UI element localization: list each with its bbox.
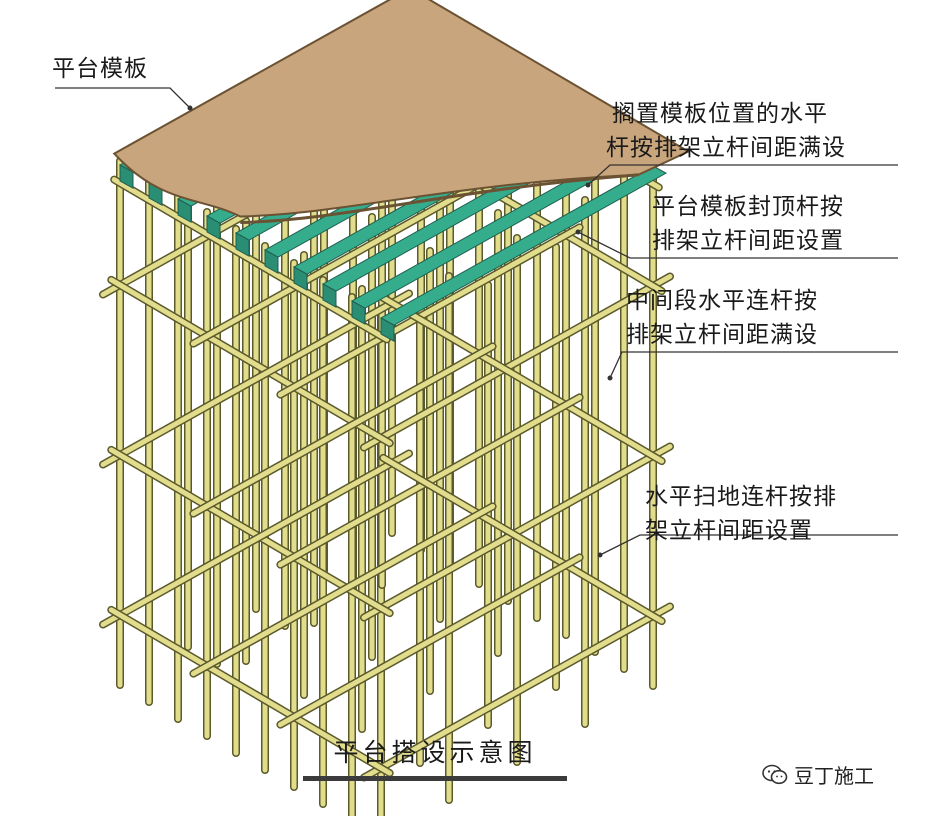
joist-end [177, 198, 192, 223]
label-top-bar: 平台模板封顶杆按 排架立杆间距设置 [652, 194, 844, 254]
inner-ledger-pipe-core [190, 343, 496, 517]
watermark-text: 豆丁施工 [794, 764, 874, 788]
joist-end [119, 164, 134, 189]
board-thickness [240, 173, 639, 224]
transom-pipe [379, 453, 666, 626]
inner-ledger-pipe-core [277, 554, 583, 728]
inner-ledger-pipe [189, 502, 497, 678]
inner-ledger-pipe-core [277, 224, 583, 398]
transom-pipe-core [108, 277, 393, 446]
leader-arrow [585, 182, 591, 188]
joist-end [380, 317, 395, 342]
transom-pipe [107, 275, 394, 448]
ledger-pipe [99, 449, 413, 629]
joist-end [322, 283, 337, 308]
transom-pipe [107, 605, 394, 778]
leader-line [599, 534, 898, 556]
inner-ledger-pipe [189, 172, 497, 348]
wechat-icon [762, 764, 788, 784]
leader-arrow [187, 105, 193, 111]
inner-ledger-pipe-core [190, 503, 496, 677]
ledger-pipe [360, 602, 674, 782]
label-middle-bar: 中间段水平连杆按 排架立杆间距满设 [626, 288, 818, 348]
label-leaders [55, 87, 898, 558]
leader-arrow [597, 552, 603, 558]
ledger-pipe [360, 272, 674, 452]
transom-pipe [379, 293, 666, 466]
inner-ledger-pipe [276, 553, 584, 729]
label-sweep-bar: 水平扫地连杆按排 架立杆间距设置 [645, 484, 837, 544]
leader-arrow [607, 375, 613, 381]
label-horizontal-bar: 搁置模板位置的水平 杆按排架立杆间距满设 [606, 101, 846, 161]
top-bar-pipe-core [111, 177, 390, 342]
board-surface [112, 0, 691, 218]
joist-end [235, 232, 250, 257]
inner-ledger-pipe [189, 342, 497, 518]
platform-formwork-board [112, 0, 691, 224]
joist [379, 165, 668, 342]
leader-line [577, 231, 898, 259]
transom-pipe-core [380, 455, 665, 624]
leader-line [587, 164, 898, 186]
leader-arrow [575, 229, 581, 235]
ledger-pipe-core [361, 274, 673, 450]
transom-pipe-core [380, 295, 665, 464]
leader-line [55, 87, 191, 109]
watermark: 豆丁施工 [762, 760, 874, 789]
inner-ledger-pipe [276, 223, 584, 399]
ledger-pipe-core [361, 604, 673, 780]
leader-line [609, 351, 898, 379]
inner-ledger-pipe-core [190, 173, 496, 347]
transom-pipe-core [108, 607, 393, 776]
joist-end [264, 249, 279, 274]
caption: 平台搭设示意图 [333, 738, 537, 767]
top-bar-pipe [110, 175, 391, 344]
label-platform-formwork: 平台模板 [52, 56, 148, 82]
ledger-pipe-core [100, 451, 412, 627]
joist-end [293, 266, 308, 291]
joist-end [206, 215, 221, 240]
joist-end [351, 300, 366, 325]
caption-underline [303, 776, 567, 781]
